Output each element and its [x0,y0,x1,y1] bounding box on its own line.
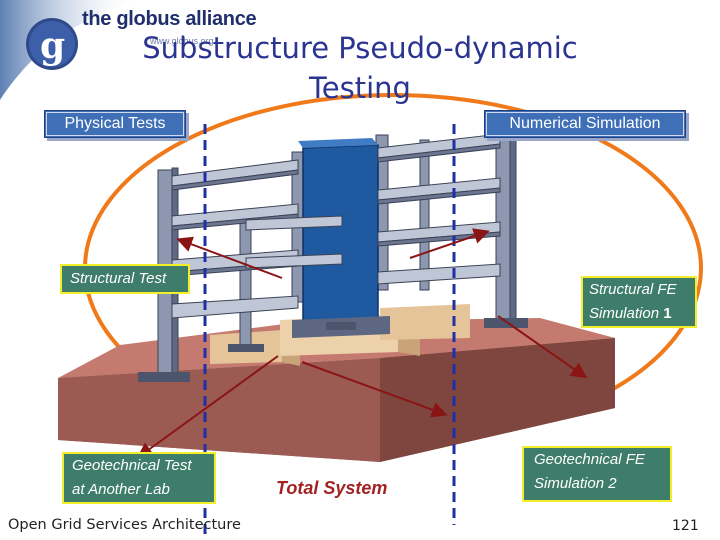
base-plates [138,318,528,382]
structural-fe-line2-text: Simulation [589,305,660,322]
footer-text: Open Grid Services Architecture [8,517,241,533]
svg-text:g: g [40,25,65,67]
interaction-arrows [136,228,588,459]
brand-url: www.globus.org [150,36,214,46]
structural-fe-label: Structural FE Simulation 1 [581,276,697,328]
structural-test-label: Structural Test [60,264,190,294]
structural-fe-line1: Structural FE [589,281,677,298]
brand-name: the globus alliance [82,8,257,30]
soil-block [58,318,615,462]
geotechnical-fe-line1: Geotechnical FE [534,451,645,468]
slide-title-line2: Testing [309,71,411,105]
shear-wall [292,138,390,338]
page-number: 121 [672,518,699,534]
physical-tests-text: Physical Tests [46,112,184,136]
total-system-label: Total System [276,478,388,498]
structural-test-text: Structural Test [70,270,167,287]
geotechnical-test-line2: at Another Lab [72,481,170,498]
geotechnical-test-label: Geotechnical Test at Another Lab [62,452,216,504]
frame-beams-right [377,133,501,285]
structural-fe-line2: Simulation 1 [589,302,695,326]
globus-logo-icon: g [26,18,78,70]
physical-tests-label: Physical Tests [44,110,186,138]
slide-title: Substructure Pseudo-dynamic Testing [95,28,625,108]
geotechnical-test-line1: Geotechnical Test [72,457,192,474]
geotechnical-fe-line2: Simulation 2 [534,475,617,492]
geotechnical-fe-label: Geotechnical FE Simulation 2 [522,446,672,502]
numerical-simulation-label: Numerical Simulation [484,110,686,138]
structural-fe-line2-num: 1 [663,305,672,322]
slide-title-line1: Substructure Pseudo-dynamic [142,31,578,65]
frame-beams-inner [245,215,343,269]
numerical-simulation-text: Numerical Simulation [486,112,684,136]
frame-beams-left [171,159,299,319]
